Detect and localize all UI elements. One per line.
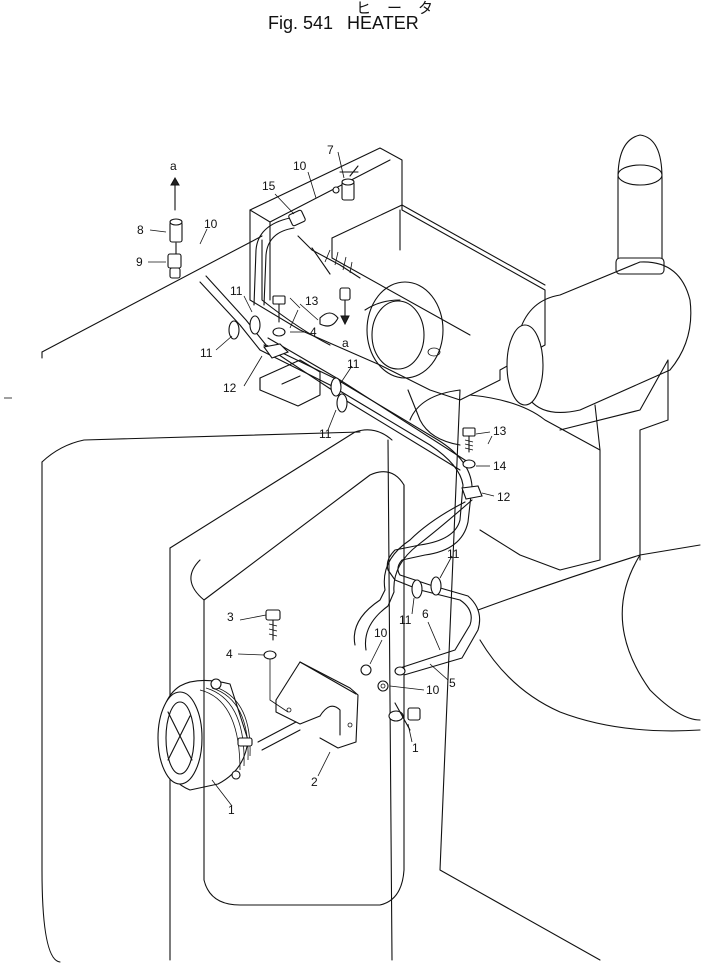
callout-14: 14 bbox=[493, 459, 507, 473]
lower-fittings bbox=[360, 664, 421, 731]
callout-1: 1 bbox=[228, 803, 235, 817]
callout-4: 4 bbox=[310, 325, 317, 339]
callout-labels: 1 2 3 4 4 5 6 7 8 9 10 10 10 10 11 11 11… bbox=[136, 143, 511, 817]
callout-11: 11 bbox=[200, 346, 213, 360]
callout-11: 11 bbox=[319, 427, 332, 441]
callout-a: a bbox=[342, 336, 349, 350]
callout-11: 11 bbox=[447, 547, 460, 561]
callout-7: 7 bbox=[327, 143, 334, 157]
callout-a: a bbox=[170, 159, 177, 173]
callout-13: 13 bbox=[493, 424, 507, 438]
callout-4: 4 bbox=[226, 647, 233, 661]
figure-title-kana: ヒータ bbox=[356, 0, 450, 17]
figure-name: HEATER bbox=[347, 13, 419, 33]
callout-1: 1 bbox=[412, 741, 419, 755]
callout-6: 6 bbox=[422, 607, 429, 621]
hose-fittings bbox=[167, 165, 361, 337]
callout-9: 9 bbox=[136, 255, 143, 269]
figure-number: Fig. 541 bbox=[268, 13, 334, 33]
leader-lines bbox=[148, 151, 495, 807]
figure-title: Fig. 541 HEATER bbox=[268, 13, 419, 34]
right-bolt-assembly bbox=[462, 427, 476, 469]
callout-10: 10 bbox=[374, 626, 388, 640]
callout-3: 3 bbox=[227, 610, 234, 624]
bracket-bolt bbox=[263, 609, 289, 713]
callout-11: 11 bbox=[399, 613, 412, 627]
callout-5: 5 bbox=[449, 676, 456, 690]
muffler bbox=[506, 134, 692, 451]
hose-clamps bbox=[228, 315, 483, 599]
callout-13: 13 bbox=[305, 294, 319, 308]
engine-block bbox=[249, 147, 669, 571]
heater-hoses bbox=[199, 217, 481, 676]
callout-10: 10 bbox=[293, 159, 307, 173]
callout-8: 8 bbox=[137, 223, 144, 237]
callout-15: 15 bbox=[262, 179, 276, 193]
callout-10: 10 bbox=[204, 217, 218, 231]
callout-12: 12 bbox=[497, 490, 511, 504]
callout-2: 2 bbox=[311, 775, 318, 789]
callout-11: 11 bbox=[230, 284, 243, 298]
callout-12: 12 bbox=[223, 381, 237, 395]
callout-10: 10 bbox=[426, 683, 440, 697]
callout-11: 11 bbox=[347, 357, 360, 371]
heater-bracket bbox=[257, 661, 359, 751]
machine-body-outline bbox=[41, 235, 701, 963]
heater-unit bbox=[157, 678, 253, 791]
